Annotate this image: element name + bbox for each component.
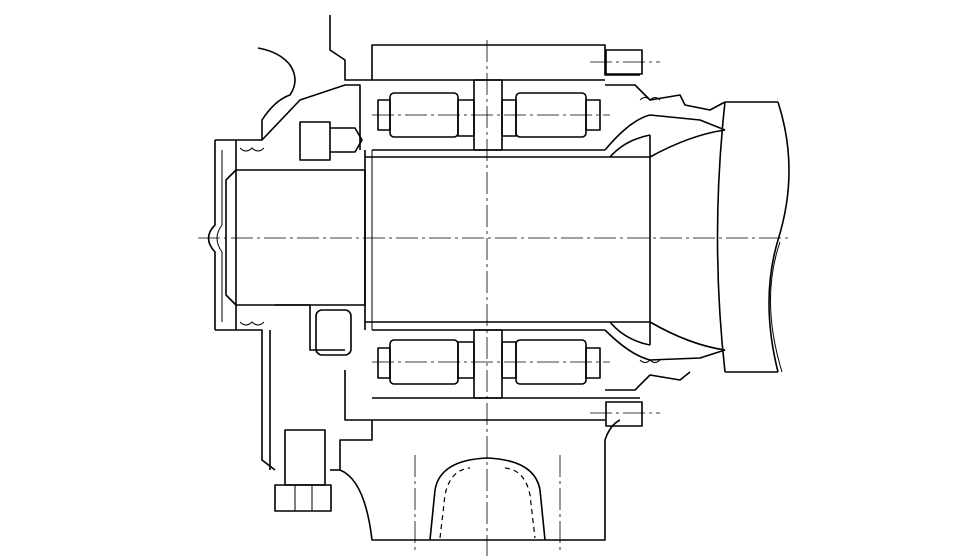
shaft-body [364,129,726,351]
lower-bearing [315,309,726,427]
center-lines [198,40,792,556]
housing-pedestal [274,370,621,541]
upper-bearing [299,15,726,161]
shaft-end [716,101,790,373]
journal [207,47,366,471]
